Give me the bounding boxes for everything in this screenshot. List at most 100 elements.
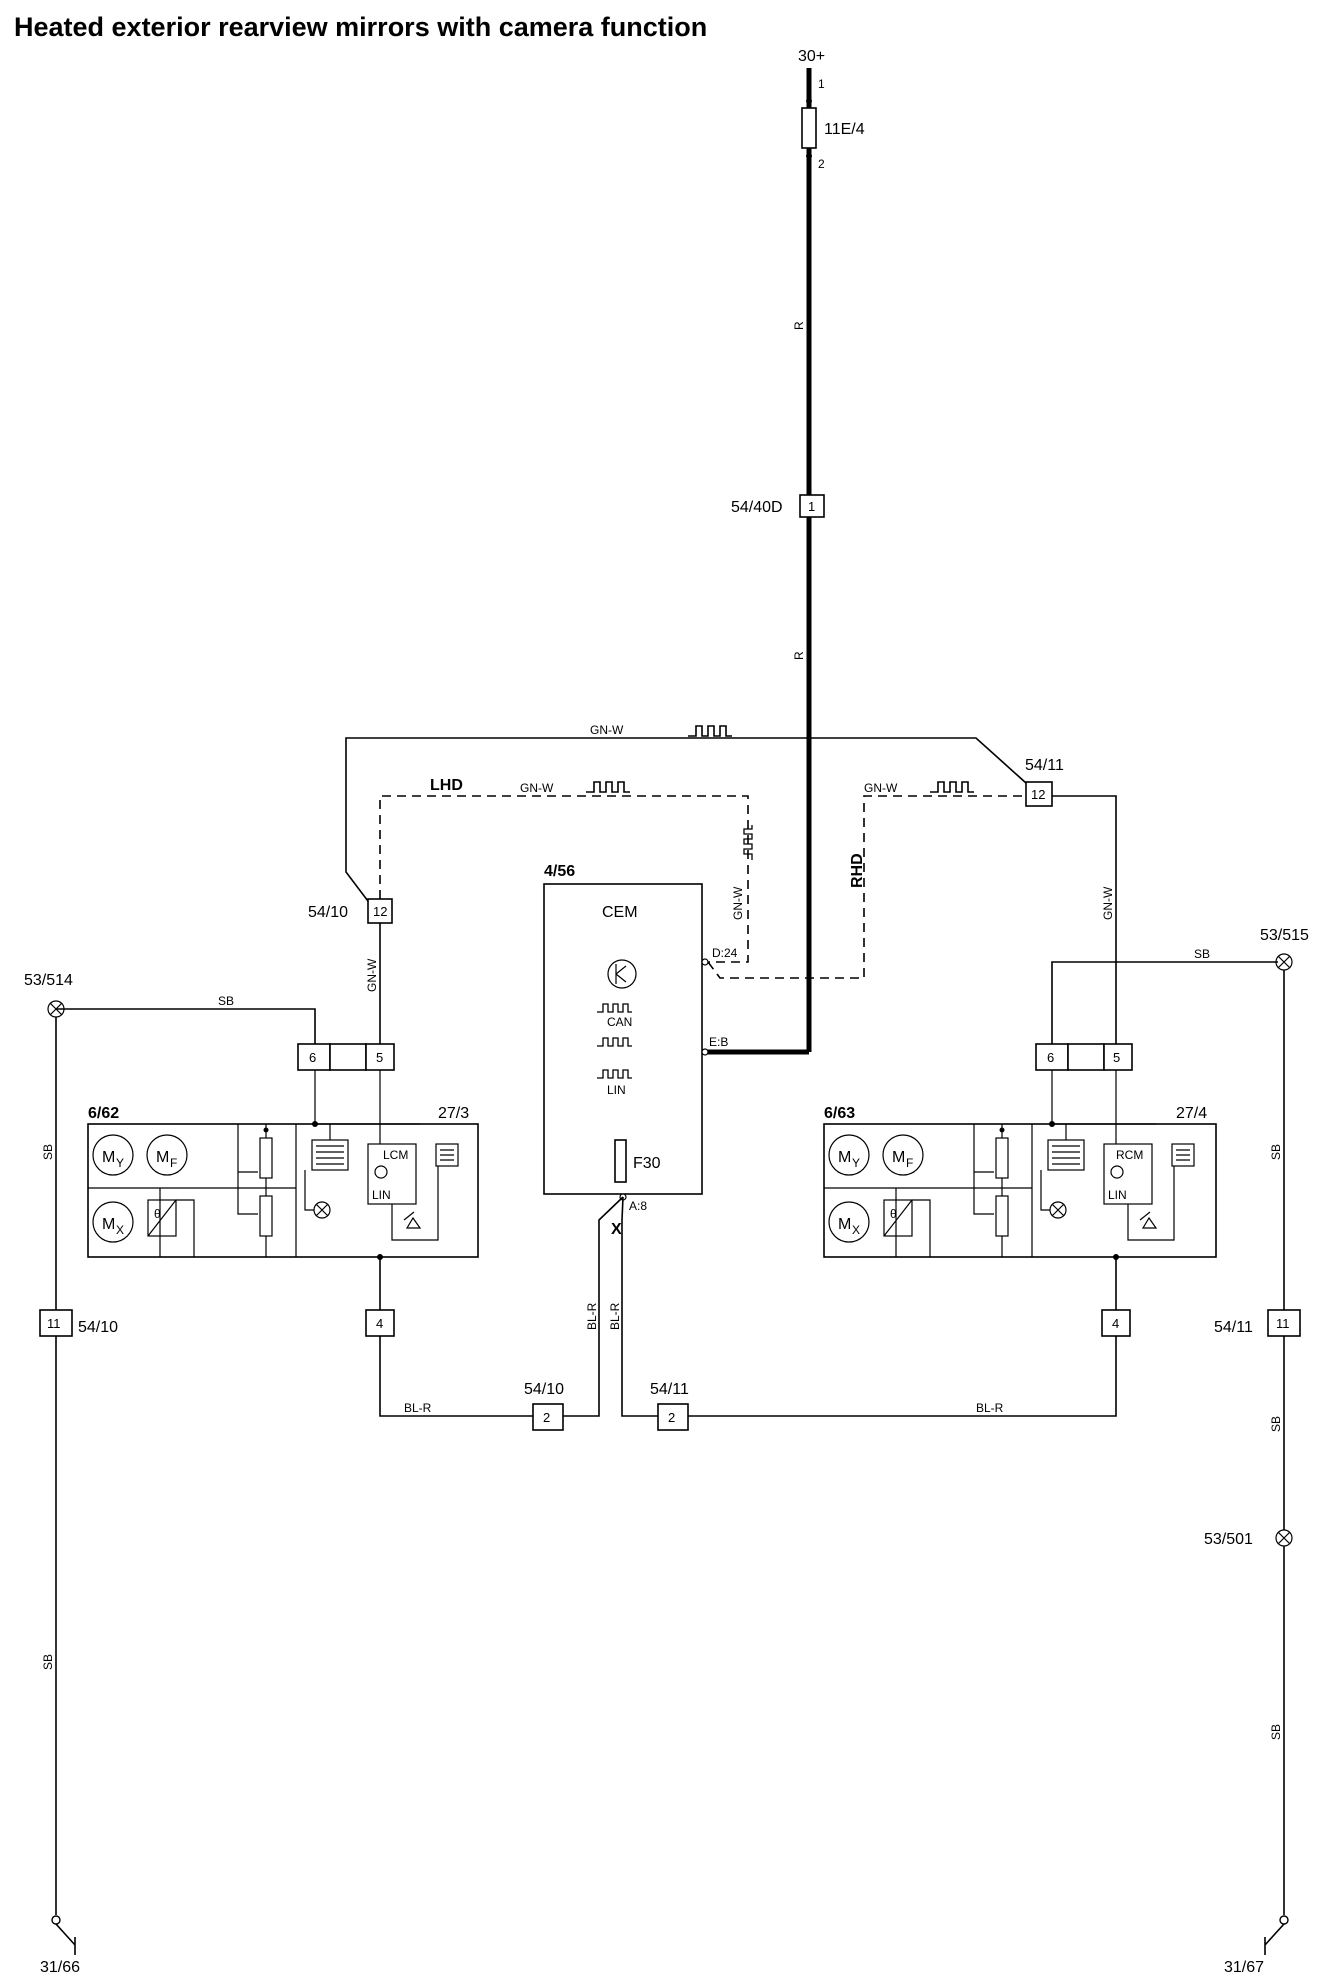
svg-text:GN-W: GN-W [731, 886, 745, 920]
motor-x-icon [828, 1201, 870, 1243]
svg-text:X: X [852, 1223, 860, 1237]
svg-text:M: M [892, 1149, 905, 1166]
cem-module: 4/56 CEM CAN LIN F30 D:24 E:B A:8 X [543, 863, 738, 1238]
svg-text:Y: Y [852, 1156, 860, 1170]
svg-text:SB: SB [1269, 1724, 1283, 1740]
wire-color-r-2: R [792, 651, 806, 660]
connector-54-40d-label: 54/40D [731, 499, 783, 516]
page-title: Heated exterior rearview mirrors with ca… [14, 12, 707, 42]
svg-text:31/66: 31/66 [40, 1959, 80, 1976]
fuse-f30 [614, 1139, 627, 1183]
cem-id: 4/56 [544, 863, 575, 880]
svg-text:RCM: RCM [1116, 1148, 1143, 1162]
svg-text:BL-R: BL-R [608, 1302, 622, 1330]
svg-text:54/11: 54/11 [1214, 1319, 1253, 1336]
svg-text:12: 12 [1031, 787, 1045, 802]
svg-text:2: 2 [668, 1410, 675, 1425]
right-module-id: 27/4 [1176, 1105, 1207, 1122]
fuse-11e4 [801, 107, 817, 149]
transistor-icon [607, 959, 637, 989]
svg-text:54/11: 54/11 [650, 1381, 689, 1398]
connector-54-11-pin11 [1267, 1309, 1301, 1337]
svg-text:LIN: LIN [372, 1188, 391, 1202]
motor-y-icon [92, 1134, 134, 1176]
svg-text:53/501: 53/501 [1204, 1531, 1253, 1548]
svg-text:θ: θ [154, 1207, 161, 1221]
svg-text:54/10: 54/10 [78, 1319, 118, 1336]
motor-f-icon [146, 1134, 188, 1176]
svg-text:LCM: LCM [383, 1148, 408, 1162]
gnw-bus: GN-W [345, 723, 1037, 918]
svg-text:Y: Y [116, 1156, 124, 1170]
connector-54-40d [799, 494, 825, 518]
camera-icon [435, 1143, 459, 1167]
svg-text:BL-R: BL-R [404, 1401, 432, 1415]
rhd-label: RHD [849, 853, 866, 888]
connector-54-10-pin2 [532, 1403, 564, 1431]
svg-text:4: 4 [376, 1316, 383, 1331]
motor-x-icon [92, 1201, 134, 1243]
svg-text:θ: θ [890, 1207, 897, 1221]
lhd-label: LHD [430, 777, 463, 794]
svg-text:GN-W: GN-W [520, 781, 554, 795]
svg-text:GN-W: GN-W [590, 723, 624, 737]
motor-y-icon [828, 1134, 870, 1176]
svg-text:A:8: A:8 [629, 1199, 647, 1213]
svg-text:CAN: CAN [607, 1015, 632, 1029]
svg-text:53/515: 53/515 [1260, 927, 1309, 944]
svg-text:BL-R: BL-R [585, 1302, 599, 1330]
svg-text:11: 11 [47, 1316, 61, 1331]
svg-text:GN-W: GN-W [864, 781, 898, 795]
svg-text:1: 1 [818, 77, 825, 91]
svg-text:1: 1 [808, 499, 815, 514]
camera-icon [1171, 1143, 1195, 1167]
svg-text:LIN: LIN [607, 1083, 626, 1097]
svg-text:F: F [906, 1156, 913, 1170]
svg-text:11: 11 [1276, 1316, 1290, 1331]
svg-text:SB: SB [1269, 1144, 1283, 1160]
fuse-11e4-label: 11E/4 [824, 121, 865, 138]
terminal-30-label: 30+ [798, 48, 825, 65]
svg-text:54/10: 54/10 [308, 904, 348, 921]
svg-text:SB: SB [218, 994, 234, 1008]
svg-text:X: X [611, 1221, 622, 1238]
svg-text:M: M [102, 1216, 115, 1233]
svg-text:4: 4 [1112, 1316, 1119, 1331]
svg-text:X: X [116, 1223, 124, 1237]
svg-text:F: F [170, 1156, 177, 1170]
svg-text:M: M [838, 1149, 851, 1166]
left-mirror-wiring: 12 54/10 GN-W 6 5 SB 53/514 SB 11 54/10 … [24, 898, 624, 1976]
cem-name: CEM [602, 904, 638, 921]
svg-text:LIN: LIN [1108, 1188, 1127, 1202]
left-module-id: 27/3 [438, 1105, 469, 1122]
svg-text:SB: SB [41, 1144, 55, 1160]
svg-text:GN-W: GN-W [1101, 886, 1115, 920]
left-mirror-id: 6/62 [88, 1105, 119, 1122]
right-mirror-wiring: 12 54/11 GN-W 6 5 SB 53/515 SB 11 54/11 … [608, 757, 1309, 1976]
temperature-sensor-icon [883, 1199, 913, 1237]
svg-text:5: 5 [376, 1050, 383, 1065]
svg-text:M: M [838, 1216, 851, 1233]
svg-text:54/10: 54/10 [524, 1381, 564, 1398]
svg-text:BL-R: BL-R [976, 1401, 1004, 1415]
svg-text:SB: SB [1269, 1416, 1283, 1432]
left-mirror-unit: 6/62 27/3 M Y M F M X θ LCM LIN [87, 1070, 479, 1260]
svg-text:53/514: 53/514 [24, 972, 73, 989]
svg-text:2: 2 [543, 1410, 550, 1425]
supply-wire: 30+ 1 11E/4 2 R 1 54/40D R [700, 48, 865, 1055]
svg-text:31/67: 31/67 [1224, 1959, 1264, 1976]
right-mirror-unit: 6/63 27/4 M Y M F M X θ RCM LIN [823, 1070, 1217, 1260]
temperature-sensor-icon [147, 1199, 177, 1237]
svg-text:54/11: 54/11 [1025, 757, 1064, 774]
svg-text:6: 6 [309, 1050, 316, 1065]
svg-text:5: 5 [1113, 1050, 1120, 1065]
connector-54-11-pin2 [657, 1403, 689, 1431]
motor-f-icon [882, 1134, 924, 1176]
svg-text:SB: SB [1194, 947, 1210, 961]
svg-text:GN-W: GN-W [365, 958, 379, 992]
svg-text:D:24: D:24 [712, 946, 738, 960]
svg-text:E:B: E:B [709, 1035, 728, 1049]
svg-text:2: 2 [818, 157, 825, 171]
lhd-dashed-wire: LHD GN-W GN-W RHD GN-W [379, 777, 1026, 979]
